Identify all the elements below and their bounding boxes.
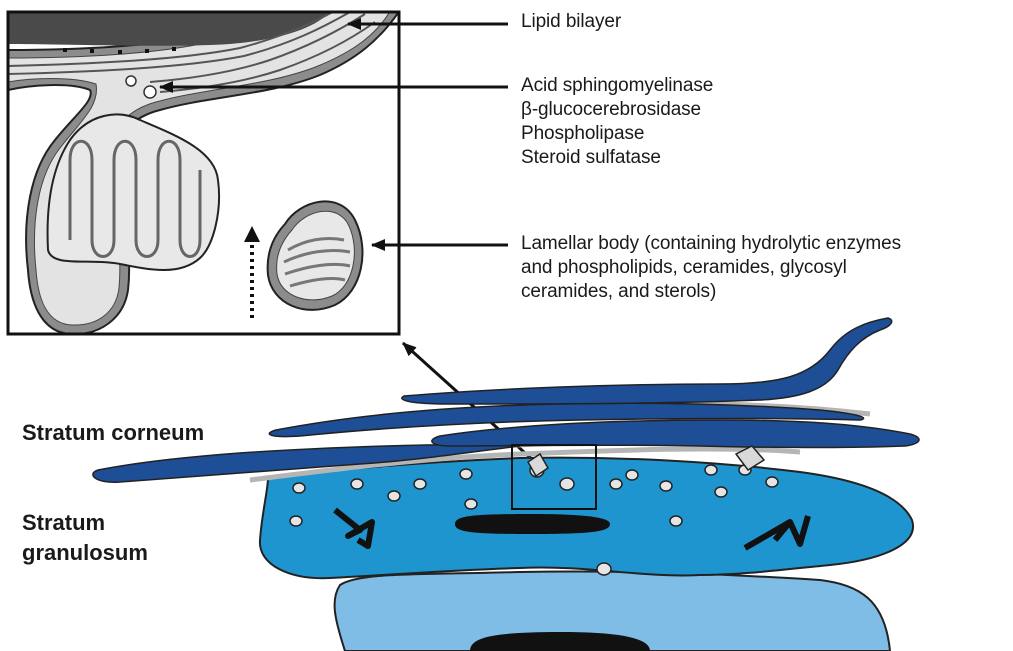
- lipid-bilayer-label: Lipid bilayer: [521, 10, 621, 34]
- skin-section: [93, 318, 919, 651]
- stratum-granulosum-line: Stratum: [22, 508, 148, 538]
- corneocyte: [432, 420, 919, 448]
- enzyme-list: Acid sphingomyelinase β-glucocerebrosida…: [521, 74, 713, 170]
- stratum-granulosum-line: granulosum: [22, 538, 148, 568]
- corneocyte: [402, 318, 892, 404]
- granulosum-nucleus: [455, 514, 610, 534]
- stratum-corneum-label: Stratum corneum: [22, 418, 204, 448]
- fused-lamellar-body: [48, 115, 219, 270]
- enzyme-vesicle: [126, 76, 136, 86]
- magnified-inset: [8, 0, 400, 334]
- enzyme-label: Phospholipase: [521, 122, 713, 146]
- lamellar-body-line: and phospholipids, ceramides, glycosyl: [521, 256, 901, 280]
- enzyme-label: β-glucocerebrosidase: [521, 98, 713, 122]
- enzyme-vesicle: [144, 86, 156, 98]
- enzyme-label: Acid sphingomyelinase: [521, 74, 713, 98]
- stratum-granulosum-label: Stratum granulosum: [22, 508, 148, 568]
- movement-arrow-head: [244, 226, 260, 242]
- lamellar-body: [268, 201, 363, 309]
- lamellar-body-label: Lamellar body (containing hydrolytic enz…: [521, 232, 901, 304]
- enzyme-label: Steroid sulfatase: [521, 146, 713, 170]
- lamellar-body-line: ceramides, and sterols): [521, 280, 901, 304]
- lamellar-body-line: Lamellar body (containing hydrolytic enz…: [521, 232, 901, 256]
